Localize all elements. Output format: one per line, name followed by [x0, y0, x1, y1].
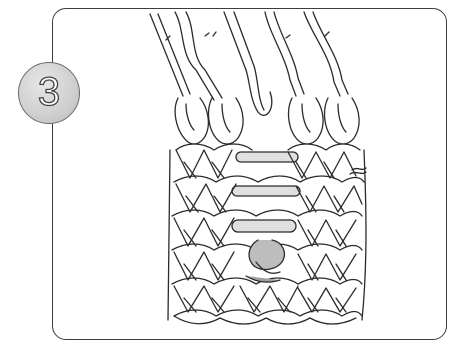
fabric-rows-group [168, 144, 366, 324]
step-number-label: 3 [38, 72, 60, 112]
step-number-badge: 3 [18, 62, 80, 124]
top-loops-group [175, 98, 359, 144]
needles-group [150, 12, 348, 115]
